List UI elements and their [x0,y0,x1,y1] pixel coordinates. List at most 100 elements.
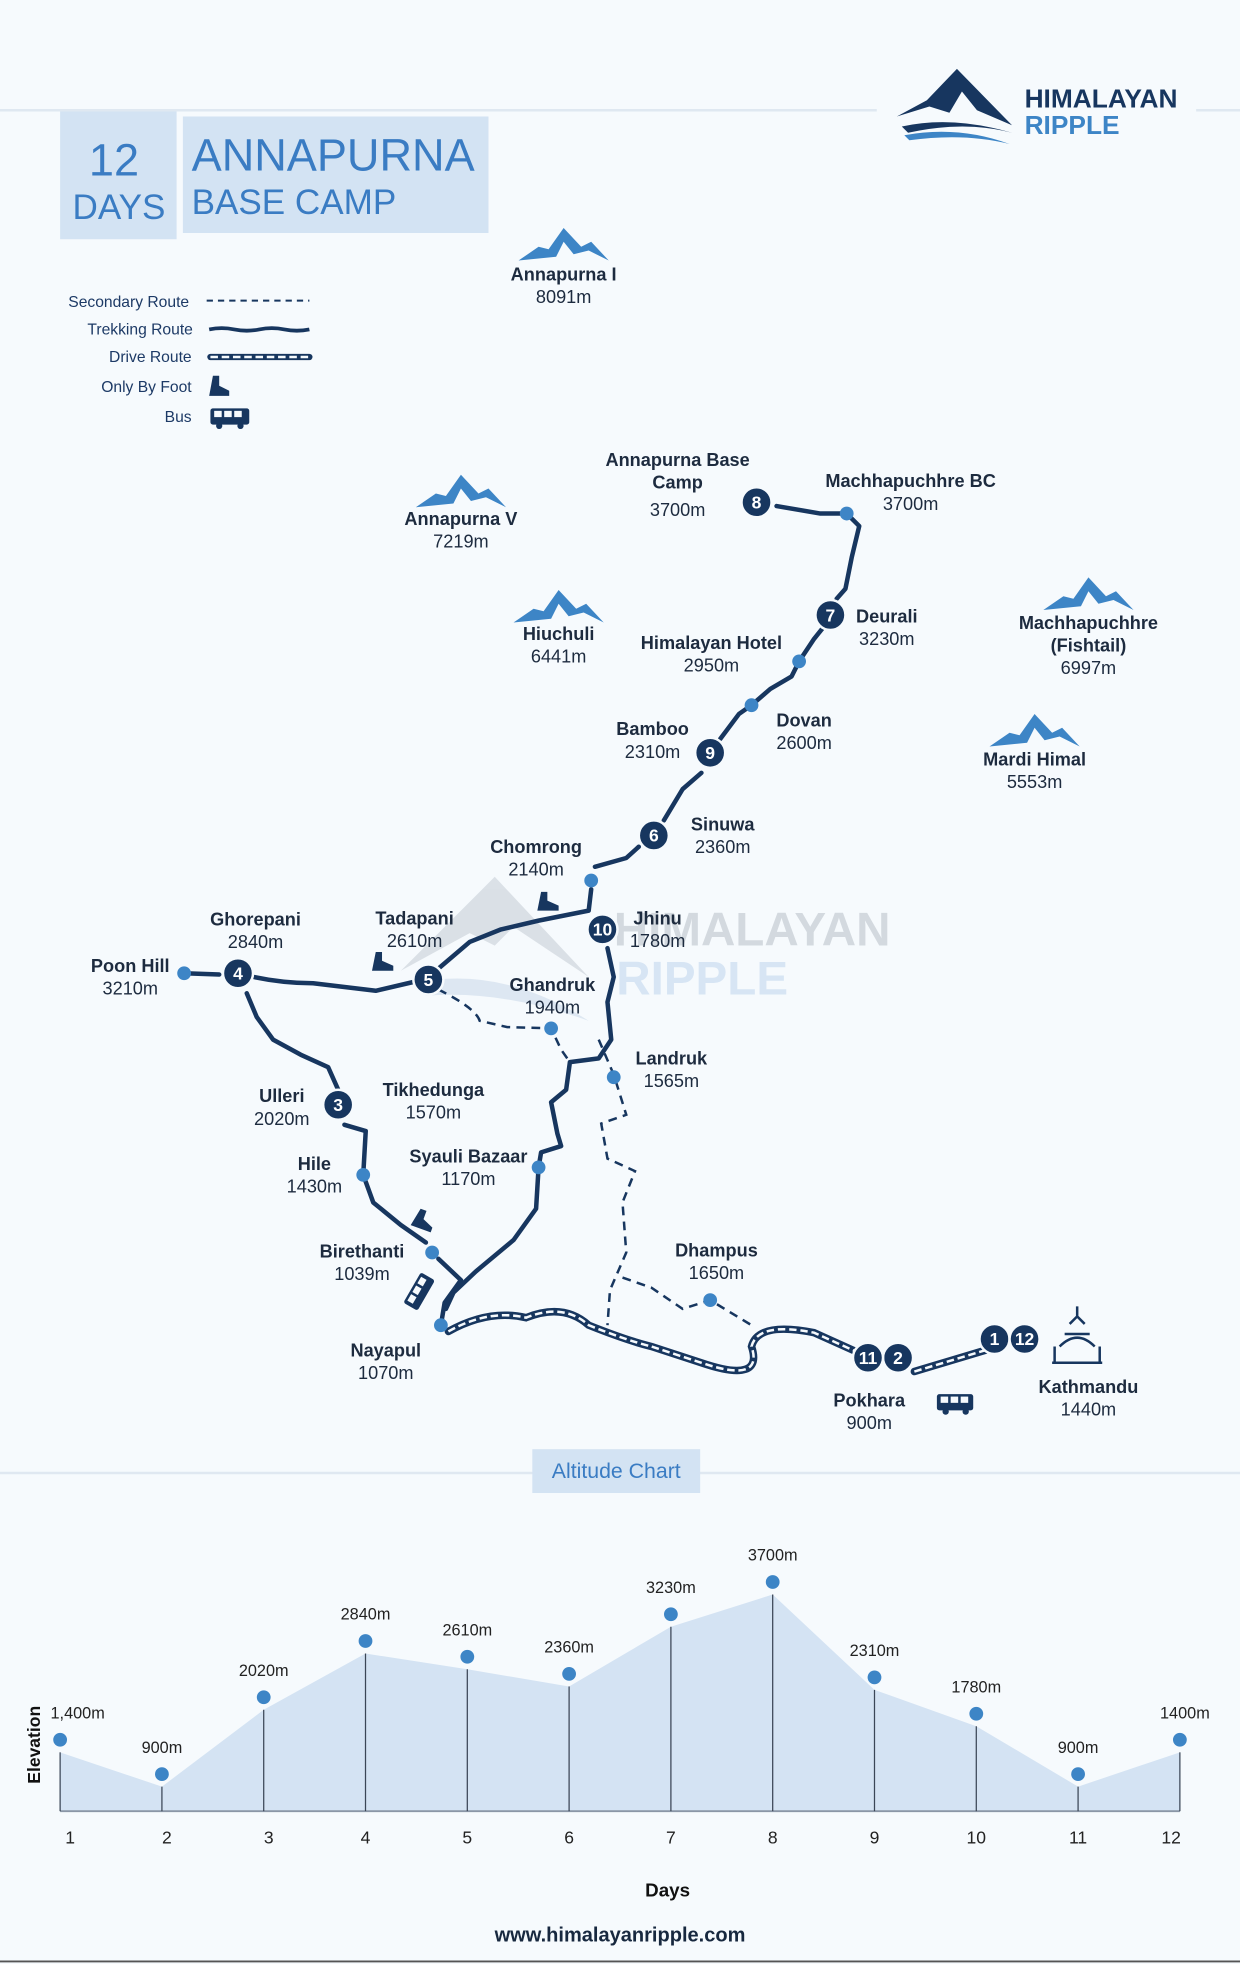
elevation-data-label: 2310m [850,1642,900,1660]
elevation-point-day-4[interactable] [358,1634,373,1648]
place-dot[interactable] [531,1160,546,1175]
elevation-point-day-5[interactable] [460,1649,475,1664]
stage-number: 10 [593,920,613,940]
stage-marker-day-11[interactable]: 11 [851,1341,885,1375]
place-name: Chomrong [490,837,582,857]
place-elevation: 1039m [334,1264,390,1284]
watermark-text: RIPPLE [616,953,788,1006]
stage-marker-day-7[interactable]: 7 [814,598,847,632]
elevation-data-label: 2610m [442,1621,492,1639]
place-elevation: 3700m [883,494,939,514]
place-dot[interactable] [703,1293,718,1308]
place-elevation: 900m [847,1413,892,1433]
place-dot[interactable] [584,873,599,888]
peak-name: Hiuchuli [523,624,595,644]
drive-route-inner [447,1310,865,1372]
elevation-point-day-2[interactable] [155,1767,169,1781]
mountain-icon [513,589,604,623]
place-name: Sinuwa [691,814,755,834]
place-elevation: 3700m [650,500,706,520]
elevation-point-day-8[interactable] [765,1575,780,1589]
elevation-point-day-6[interactable] [562,1667,576,1681]
stage-marker-day-9[interactable]: 9 [693,736,727,770]
boot-icon [537,891,559,911]
stage-number: 5 [423,970,433,990]
bus-icon [404,1273,435,1310]
elevation-point-day-12[interactable] [1172,1732,1187,1747]
stage-marker-day-2[interactable]: 2 [881,1341,915,1375]
elevation-point-day-9[interactable] [867,1670,882,1685]
place-elevation: 2610m [387,931,443,951]
stage-marker-day-5[interactable]: 5 [412,963,445,996]
place-dot[interactable] [434,1318,448,1333]
elevation-point-day-7[interactable] [664,1607,678,1622]
drive-route [444,1307,868,1375]
elevation-point-day-11[interactable] [1071,1767,1085,1781]
place-name: Himalayan Hotel [641,633,782,653]
place-dot[interactable] [839,506,854,521]
legend-label: Drive Route [109,349,192,366]
elevation-data-label: 900m [1058,1739,1099,1757]
place-dot[interactable] [544,1021,558,1036]
place-elevation: 3210m [103,979,159,999]
trekking-route-swatch [208,326,310,333]
stage-marker-day-1[interactable]: 1 [978,1322,1011,1356]
place-dot[interactable] [177,966,192,981]
stage-marker-day-4[interactable]: 4 [221,956,255,990]
place-name: Bamboo [616,719,689,739]
place-dot[interactable] [356,1168,371,1182]
watermark-text: HIMALAYAN [614,904,891,957]
place-elevation: 1440m [1061,1399,1117,1419]
place-elevation: 2020m [254,1109,310,1129]
place-name: Tikhedunga [383,1080,485,1100]
stage-marker-day-6[interactable]: 6 [637,819,671,852]
footer-url[interactable]: www.himalayanripple.com [494,1924,746,1946]
stage-marker-day-10[interactable]: 10 [586,913,619,946]
elevation-point-day-1[interactable] [53,1732,68,1747]
place-name: Dhampus [675,1240,758,1260]
place-elevation: 1430m [287,1176,343,1196]
stage-marker-day-8[interactable]: 8 [740,486,773,519]
elevation-point-day-3[interactable] [256,1690,271,1705]
place-dot[interactable] [606,1070,621,1085]
place-elevation: 3230m [859,629,915,649]
place-name: Nayapul [350,1341,421,1361]
chart-x-axis-label: Days [645,1879,690,1900]
logo-wave-icon [904,131,1010,145]
place-dot[interactable] [792,654,806,669]
place-dot[interactable] [425,1245,440,1260]
logo-text-ripple: RIPPLE [1025,110,1120,140]
boot-icon [372,951,394,971]
stage-marker-day-3[interactable]: 3 [321,1088,355,1122]
stage-marker-day-12[interactable]: 12 [1008,1322,1041,1356]
logo-wave-icon [901,122,1013,133]
elevation-point-day-10[interactable] [969,1706,984,1721]
days-label: DAYS [73,188,166,227]
place-dot[interactable] [744,698,759,713]
elevation-data-label: 1780m [951,1678,1001,1696]
